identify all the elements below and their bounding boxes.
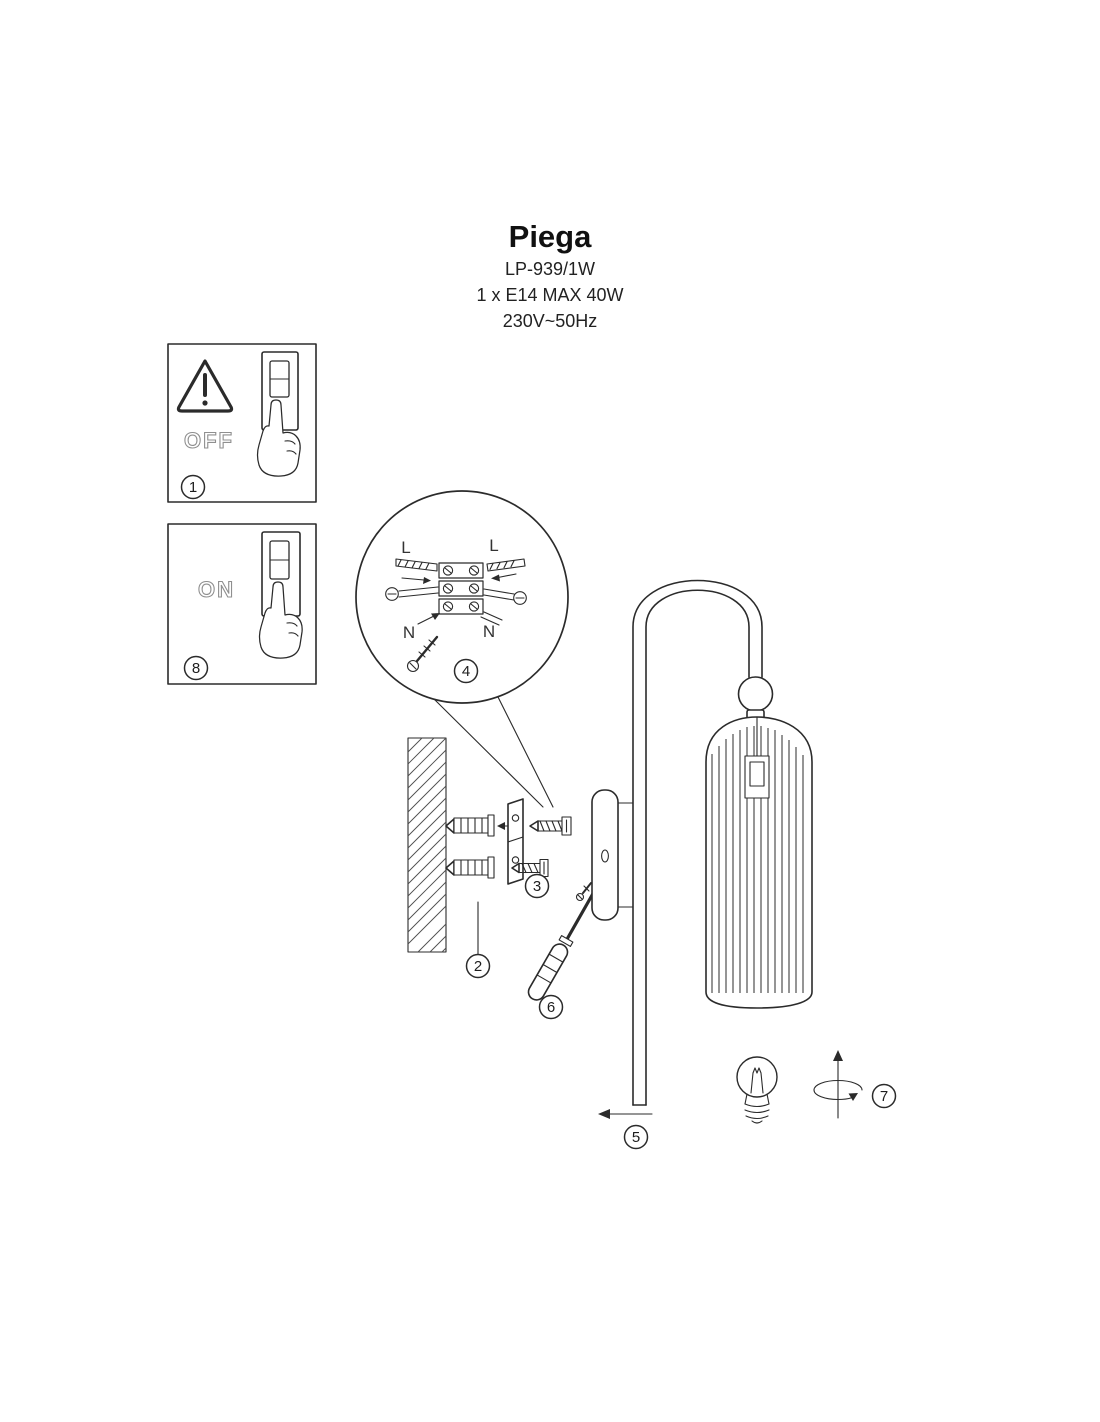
live-label-left: L — [401, 538, 410, 557]
screw-tip — [529, 820, 539, 832]
wall-plug-row-1 — [445, 814, 513, 837]
mounting-plate — [591, 789, 634, 921]
terminal-screw-icon — [406, 635, 439, 673]
step-marker-7: 7 — [871, 1083, 897, 1109]
svg-text:6: 6 — [547, 999, 555, 1016]
voltage-spec: 230V~50Hz — [503, 311, 598, 331]
magnifier-leader-line — [497, 696, 554, 808]
svg-text:4: 4 — [462, 663, 470, 680]
live-label-right: L — [489, 536, 498, 555]
bulb-icon — [736, 1056, 778, 1124]
lamp-socket — [744, 716, 770, 799]
mounting-bracket-icon — [507, 798, 524, 885]
screw-row-2 — [511, 858, 549, 878]
svg-text:5: 5 — [632, 1129, 640, 1146]
arrow-right-icon — [423, 577, 431, 584]
pointing-hand-icon — [256, 399, 301, 477]
mid-wire-left — [385, 586, 439, 601]
ball-joint — [737, 676, 774, 712]
terminal-block-icon — [438, 562, 484, 615]
step-marker-2: 2 — [465, 953, 491, 979]
svg-text:7: 7 — [880, 1088, 888, 1105]
step-marker-8: 8 — [183, 655, 209, 681]
rotation-arrowhead — [848, 1093, 858, 1101]
screwdriver-shaft — [564, 888, 597, 943]
magnifier-circle — [355, 490, 569, 704]
bulb-filament — [750, 1067, 764, 1094]
wall-plug-row-2 — [445, 856, 495, 879]
live-wire-left — [395, 558, 438, 584]
rocker-switch-icon — [261, 531, 301, 617]
arrow-icon — [431, 613, 440, 620]
plate-keyhole — [601, 849, 609, 863]
lamp-arm-outer — [632, 579, 763, 1106]
lamp-spec: 1 x E14 MAX 40W — [476, 285, 623, 305]
neutral-wire-right — [480, 611, 503, 626]
screwdriver-icon — [527, 882, 597, 1001]
step-marker-1: 1 — [180, 474, 206, 500]
arrow-left-icon — [497, 822, 505, 830]
mid-wire-right — [483, 588, 527, 605]
plate-screw-icon — [575, 882, 592, 902]
arrow-up-icon — [833, 1050, 843, 1061]
model-number: LP-939/1W — [505, 259, 595, 279]
svg-text:2: 2 — [474, 958, 482, 975]
neutral-wire-left — [417, 613, 440, 625]
wall-lamp-drawing — [591, 579, 813, 1106]
neutral-label-left: N — [403, 623, 415, 642]
screwdriver-handle — [527, 943, 569, 1001]
screw-tip — [511, 862, 520, 874]
lamp-arm-inner — [645, 589, 750, 1106]
page-title: Piega — [509, 219, 592, 254]
wall-plug-tip — [445, 860, 455, 876]
svg-text:3: 3 — [533, 878, 541, 895]
screwdriver-ferrule — [558, 935, 574, 947]
warning-triangle-icon — [176, 359, 234, 413]
live-wire-right — [486, 558, 526, 582]
step-marker-4: 4 — [453, 658, 479, 684]
step-marker-5: 5 — [623, 1124, 649, 1150]
rotate-indicator-icon — [813, 1050, 863, 1119]
header: Piega LP-939/1W 1 x E14 MAX 40W 230V~50H… — [476, 219, 623, 331]
svg-text:1: 1 — [189, 479, 197, 496]
pointing-hand-icon — [258, 581, 303, 659]
step-marker-3: 3 — [524, 873, 550, 899]
screw-row-1 — [529, 816, 572, 836]
wall-hatching — [407, 737, 447, 953]
step-marker-6: 6 — [538, 994, 564, 1020]
magnifier-leader-line — [433, 698, 544, 808]
on-label: ON — [198, 577, 235, 602]
wall-plug-tip — [445, 818, 455, 834]
slide-direction-arrow — [598, 1109, 653, 1119]
wall-plug-icon — [453, 817, 489, 834]
panel-switch-on: ON 8 — [167, 523, 317, 685]
svg-text:8: 8 — [192, 660, 200, 677]
wall-plug-icon — [453, 859, 489, 876]
panel-switch-off: OFF 1 — [167, 343, 317, 503]
arrow-left-icon — [491, 574, 500, 582]
neutral-label-right: N — [483, 622, 495, 641]
off-label: OFF — [184, 428, 234, 453]
wall-section — [407, 737, 447, 953]
arrow-left-icon — [598, 1109, 610, 1119]
wiring-detail-bubble: L L N N — [355, 490, 569, 808]
shade-ribs — [711, 726, 804, 993]
